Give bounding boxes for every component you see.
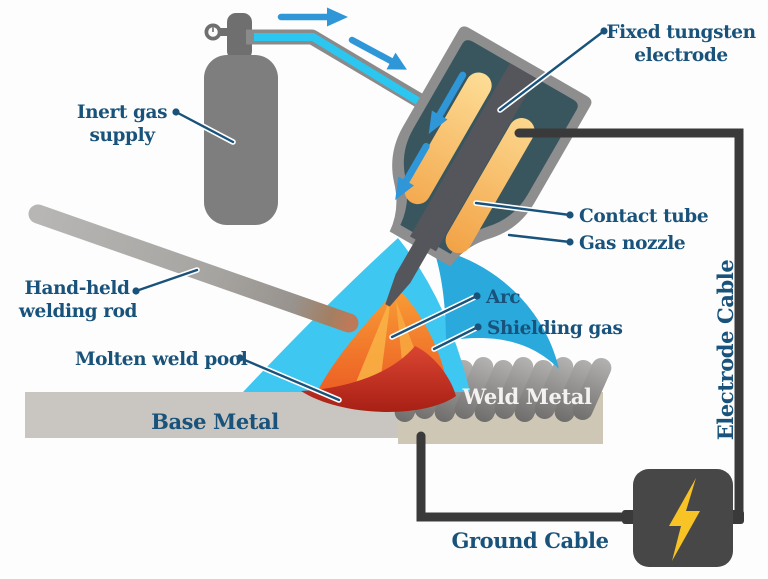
cylinder-body — [204, 55, 278, 225]
leader-shielding-gas — [431, 323, 482, 352]
label-dot — [566, 211, 574, 219]
shielding-gas-label: Shielding gas — [487, 318, 623, 339]
power-terminal-left — [622, 510, 636, 524]
label-dot — [132, 287, 140, 295]
electrode-channel — [410, 63, 536, 252]
cylinder-neck — [227, 13, 252, 60]
shielding-gas-swoosh — [433, 248, 559, 369]
inert-gas-cylinder — [204, 13, 278, 225]
weld-bead — [514, 359, 554, 423]
flow-arrow-icon — [401, 142, 430, 187]
inert-gas-label-line2: supply — [89, 125, 156, 146]
torch-flow-arrows — [395, 71, 467, 201]
label-dot — [236, 354, 244, 362]
weld-bead — [554, 359, 594, 423]
power-source — [622, 469, 744, 567]
flow-arrow-head-icon — [395, 176, 414, 201]
leader-inert-gas — [172, 108, 236, 145]
contact-tube-label: Contact tube — [579, 206, 708, 227]
gauge-stem — [215, 28, 229, 36]
weld-metal-label: Weld Metal — [461, 384, 592, 409]
hand-held-label-line2: welding rod — [18, 301, 138, 322]
power-terminal-right — [730, 510, 744, 524]
fixed-tungsten-label-line1: Fixed tungsten — [606, 22, 756, 43]
weld-bead — [454, 356, 494, 420]
molten-weld-pool-label: Molten weld pool — [75, 349, 248, 370]
flow-arrow-head-icon — [327, 7, 348, 27]
weld-bead — [494, 356, 534, 420]
label-dot — [566, 238, 574, 246]
contact-tube-right — [445, 118, 535, 254]
base-metal-label: Base Metal — [151, 409, 279, 434]
tungsten-electrode-tip — [385, 229, 437, 307]
hand-held-label-line1: Hand-held — [24, 278, 130, 299]
flow-arrow-head-icon — [428, 110, 448, 134]
leader-hand-held — [132, 267, 200, 295]
welding-torch — [385, 26, 592, 307]
arc-label: Arc — [485, 287, 520, 308]
label-dot — [474, 323, 482, 331]
leader-contact-tube — [473, 200, 574, 219]
gas-hose-flow — [254, 33, 447, 121]
gas-flow-arrows — [277, 7, 407, 70]
ground-cable-line — [416, 431, 635, 522]
molten-pool — [301, 346, 456, 412]
flow-arrow-head-icon — [386, 52, 407, 70]
inert-gas-label-line1: Inert gas — [77, 102, 167, 123]
gas-nozzle-label: Gas nozzle — [579, 233, 685, 254]
weld-bead — [474, 359, 514, 423]
electrode-cable-line — [514, 128, 744, 521]
ground-cable-label: Ground Cable — [451, 528, 608, 553]
lightning-bolt-icon — [669, 478, 700, 561]
label-dot — [473, 292, 481, 300]
electrode-cable-label: Electrode Cable — [713, 260, 738, 441]
leader-molten-pool — [236, 354, 342, 403]
leader-gas-nozzle — [506, 232, 574, 246]
fixed-tungsten-label-line2: electrode — [634, 45, 728, 66]
label-dot — [172, 108, 180, 116]
label-dot — [600, 27, 608, 35]
arc-streak — [352, 297, 391, 392]
contact-tube-left — [404, 72, 492, 205]
leader-arc — [389, 292, 481, 340]
leader-fixed-tungsten — [497, 27, 608, 113]
weld-bead — [572, 357, 612, 421]
flow-arrow-icon — [435, 71, 467, 121]
weld-bead — [534, 356, 574, 420]
flow-arrow-icon — [348, 36, 395, 65]
